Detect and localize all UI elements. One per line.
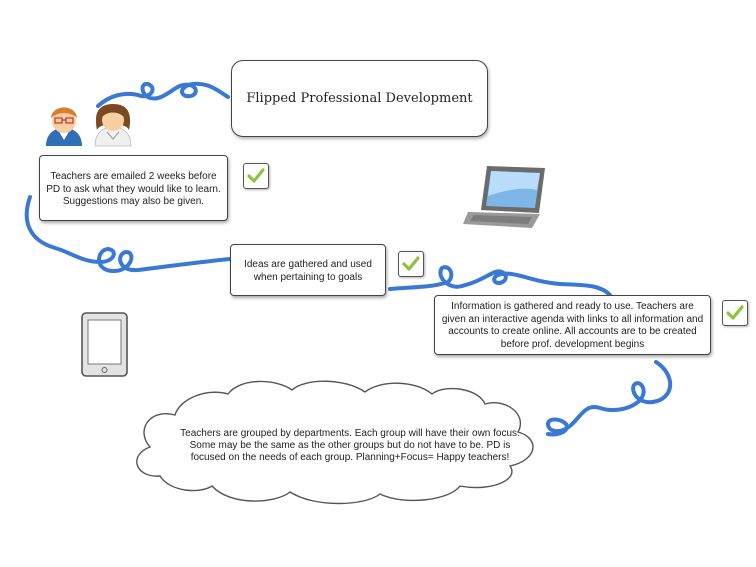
cloud-text: Teachers are grouped by departments. Eac… xyxy=(180,428,520,463)
checkmark-icon xyxy=(243,163,269,189)
step-3-text: Information is gathered and ready to use… xyxy=(441,301,704,350)
tablet-icon xyxy=(81,312,128,377)
connector-step3-to-cloud xyxy=(546,360,672,437)
step-1-text: Teachers are emailed 2 weeks before PD t… xyxy=(46,171,221,207)
connector-step2-to-step3 xyxy=(388,265,612,297)
teacher-man-icon xyxy=(46,107,82,146)
step-2-box: Ideas are gathered and used when pertain… xyxy=(230,244,386,296)
connector-step1-to-step2 xyxy=(24,195,232,274)
step-1-box: Teachers are emailed 2 weeks before PD t… xyxy=(39,155,228,221)
title-box: Flipped Professional Development xyxy=(231,60,488,137)
step-3-box: Information is gathered and ready to use… xyxy=(434,295,711,355)
teacher-woman-icon xyxy=(94,104,132,147)
checkmark-icon xyxy=(722,300,748,326)
step-2-text: Ideas are gathered and used when pertain… xyxy=(244,259,372,283)
laptop-icon xyxy=(463,166,545,228)
checkmark-icon xyxy=(398,251,424,277)
diagram-title: Flipped Professional Development xyxy=(246,91,473,106)
connector-title-to-people xyxy=(96,81,230,108)
thought-cloud xyxy=(136,380,534,505)
